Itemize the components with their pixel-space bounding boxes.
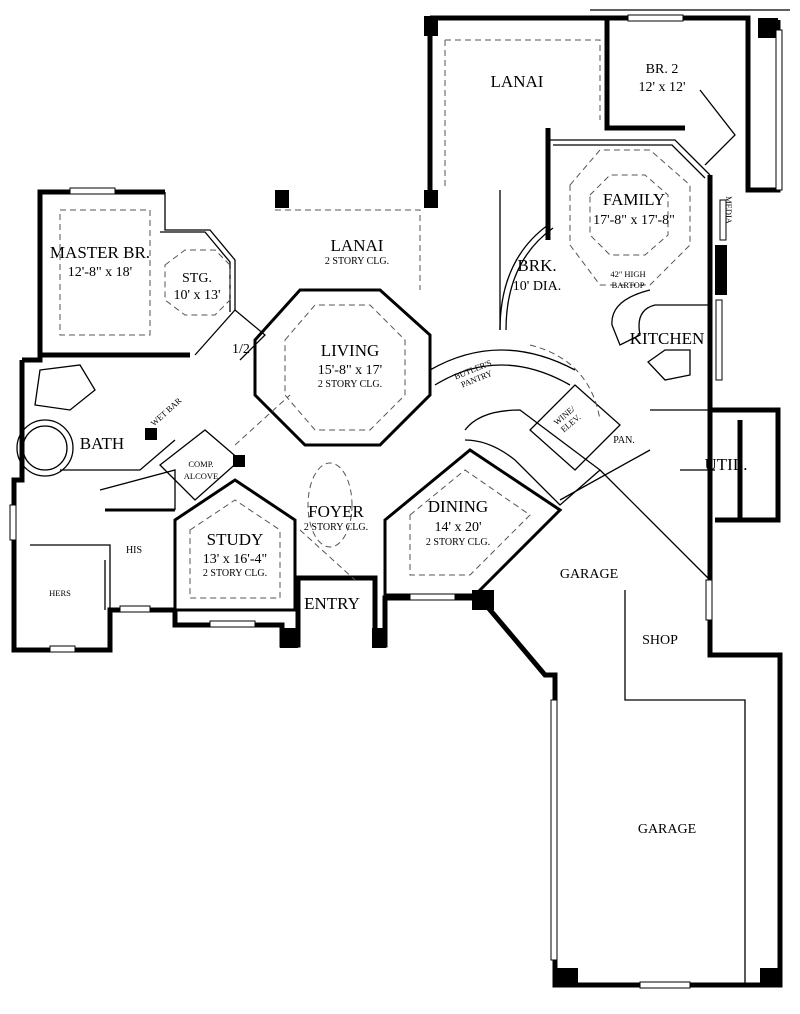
study-size: 13' x 16'-4" <box>203 552 267 567</box>
living-note: 2 STORY CLG. <box>318 379 382 390</box>
room-labels: LANAI BR. 2 12' x 12' FAMILY 17'-8" x 17… <box>49 62 747 837</box>
comp-alcove-line2: ALCOVE <box>184 471 218 481</box>
shop-label: SHOP <box>642 633 678 648</box>
br2-size: 12' x 12' <box>638 80 685 95</box>
util-label: UTIL. <box>705 455 748 474</box>
his-closet-label: HIS <box>126 545 142 556</box>
bartop-line2: BARTOP <box>612 280 645 290</box>
foyer-note: 2 STORY CLG. <box>304 522 368 533</box>
bartop-line1: 42" HIGH <box>610 269 645 279</box>
hers-closet-label: HERS <box>49 588 71 598</box>
dining-note: 2 STORY CLG. <box>426 537 490 548</box>
foyer-label: FOYER <box>308 502 364 521</box>
windows <box>9 14 783 989</box>
brk-label: BRK. <box>517 256 556 275</box>
living-size: 15'-8" x 17' <box>318 363 382 378</box>
stg-size: 10' x 13' <box>173 288 220 303</box>
half-bath-label: 1/2 <box>232 342 250 357</box>
entry-label: ENTRY <box>304 594 360 613</box>
master-br-label: MASTER BR. <box>50 243 150 262</box>
ceiling-outlines <box>59 39 691 599</box>
interior-walls <box>16 89 746 985</box>
dining-size: 14' x 20' <box>434 520 481 535</box>
brk-size: 10' DIA. <box>513 279 561 294</box>
dining-label: DINING <box>428 497 488 516</box>
master-br-size: 12'-8" x 18' <box>68 265 132 280</box>
exterior-walls <box>11 9 790 988</box>
garage-upper-label: GARAGE <box>560 567 618 582</box>
garage-lower-label: GARAGE <box>638 822 696 837</box>
lanai-mid-label: LANAI <box>331 236 384 255</box>
study-label: STUDY <box>207 530 264 549</box>
stg-label: STG. <box>182 271 212 286</box>
wet-bar-label: WET BAR <box>149 395 184 428</box>
comp-alcove-line1: COMP. <box>188 459 213 469</box>
bath-label: BATH <box>80 434 124 453</box>
study-note: 2 STORY CLG. <box>203 568 267 579</box>
living-label: LIVING <box>321 341 380 360</box>
lanai-mid-note: 2 STORY CLG. <box>325 256 389 267</box>
media-label: MEDIA <box>724 196 734 225</box>
family-size: 17'-8" x 17'-8" <box>593 213 675 228</box>
kitchen-label: KITCHEN <box>630 329 705 348</box>
columns <box>145 16 780 986</box>
pantry-label: PAN. <box>613 435 635 446</box>
family-label: FAMILY <box>603 190 665 209</box>
lanai-top-label: LANAI <box>491 72 544 91</box>
br2-label: BR. 2 <box>646 62 679 77</box>
